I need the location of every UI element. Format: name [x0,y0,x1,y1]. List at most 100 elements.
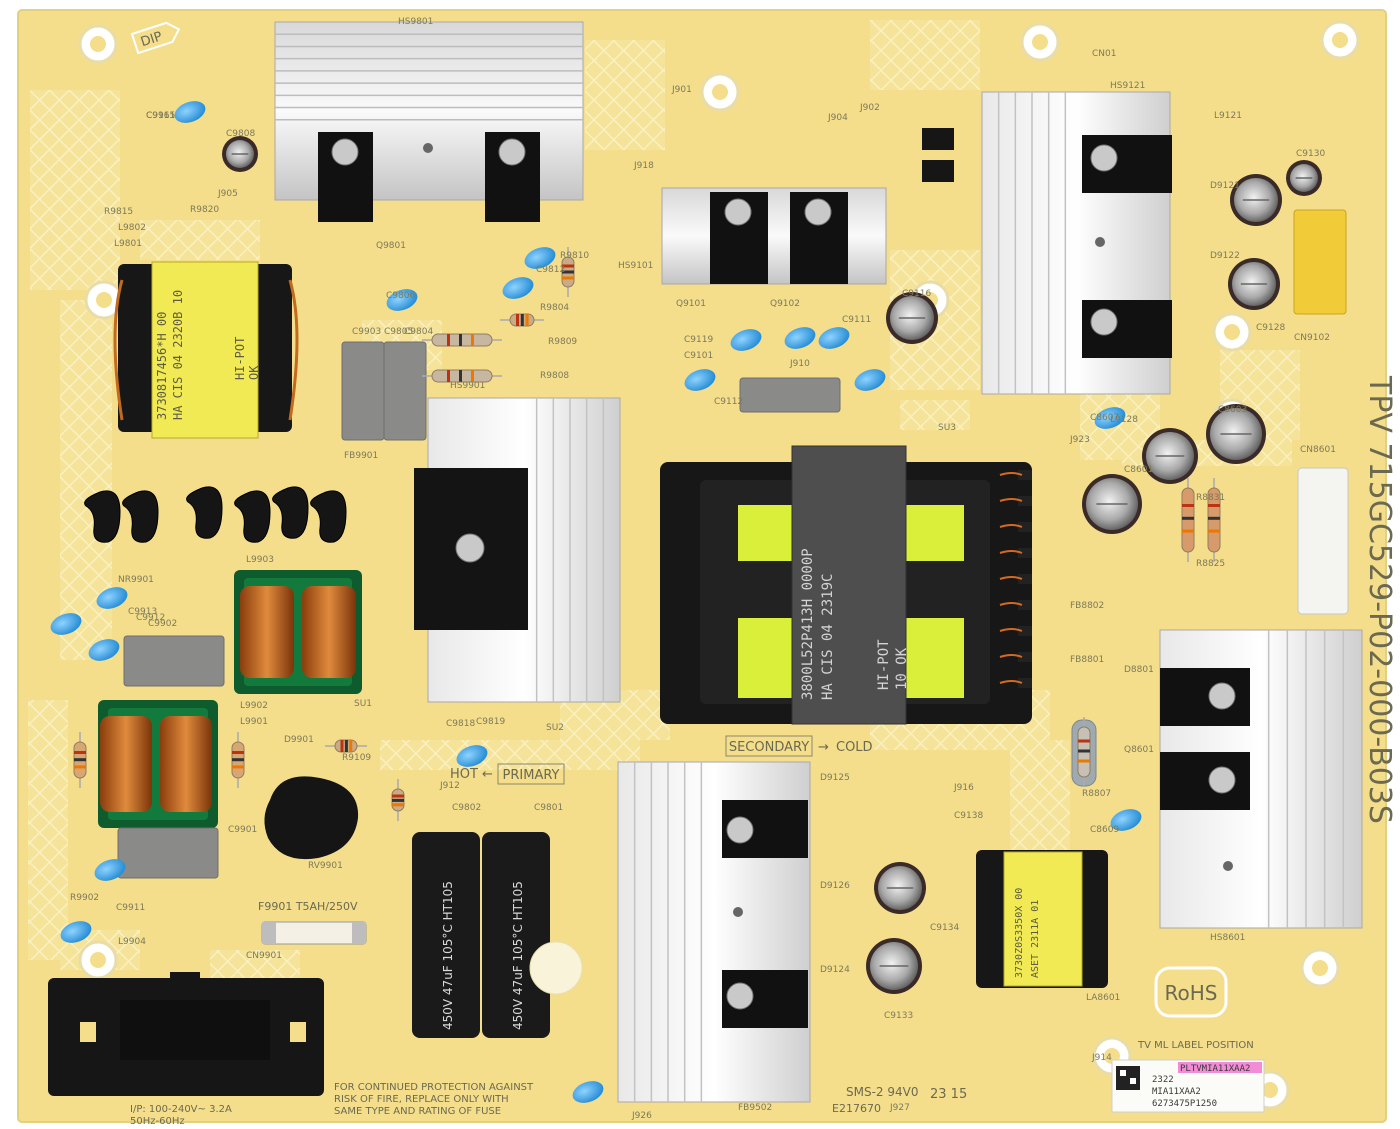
transformer-label-line1: 3800L52P413H 0000P [800,548,816,700]
transformer-wire [999,524,1023,528]
ceramic-capacitor [502,277,534,299]
resistor-band [344,740,348,752]
hatch-zone [900,400,970,430]
resistor-band [562,270,574,274]
resistor-band [232,751,244,754]
refdes-label: L9903 [246,555,274,565]
warning-line1: FOR CONTINUED PROTECTION AGAINST [334,1082,534,1093]
transformer-label-line2: HA CIS 04 2320B 10 [171,290,185,420]
ceramic-capacitor [94,859,126,881]
refdes-label: C9128 [1256,323,1285,333]
heatsink-top-right [981,91,1172,395]
rohs-logo: RoHS [1154,966,1228,1018]
refdes-label: C9111 [842,315,871,325]
ceramic-capacitor [730,329,762,351]
ac-input-connector [48,972,324,1096]
board-model-label: TPV 715GC529-P02-000-B03S [1362,375,1397,824]
transformer-label-line1: 3730Z0S3350X 00 [1014,888,1025,978]
refdes-label: R8807 [1082,789,1111,799]
refdes-label: C9808 [226,129,255,139]
refdes-label: NR9901 [118,575,154,585]
refdes-label: R9109 [342,753,371,763]
transformer-pin [1018,678,1032,688]
hatch-zone [210,950,300,980]
refdes-label: C9912 [136,613,165,623]
refdes-label: L9901 [240,717,268,727]
screw-icon [726,982,754,1010]
transformer-pin [1018,548,1032,558]
refdes-label: HS9121 [1110,81,1145,91]
y-capacitor [272,486,309,539]
ceramic-capacitors [50,101,1142,1103]
refdes-label: C9101 [684,351,713,361]
refdes-label: SU3 [938,423,956,433]
refdes-label: C9161 [146,111,175,121]
hatch-zone [28,700,68,960]
resistor-band [1078,749,1090,753]
refdes-label: Q8601 [1124,745,1154,755]
mounting-hole-center [712,84,728,100]
resistor-band [392,803,404,807]
refdes-label: C9806 [386,291,415,301]
transformer-pin [1018,470,1032,480]
production-sticker: PLTVMIA11XAA2 2322 MIA11XAA2 6273475P125… [1111,1059,1265,1113]
ceramic-capacitor [854,369,886,391]
varistor-rv9901 [264,776,359,860]
refdes-label: C9133 [884,1011,913,1021]
refdes-label: J904 [827,113,848,123]
resistor-band [392,794,404,798]
resistor-band [459,370,462,382]
transformer-wire [999,472,1023,476]
resistor [561,247,575,297]
resistor [422,333,502,347]
bulk-capacitor-left [412,832,480,1038]
date-code: 23 15 [930,1087,967,1102]
sticker-line3: MIA11XAA2 [1152,1087,1201,1097]
y-capacitor [234,490,271,543]
resistor-band [1182,504,1194,507]
resistor-band [1208,504,1220,507]
ceramic-capacitor [50,613,82,635]
sticker-line1: PLTVMIA11XAA2 [1180,1064,1250,1074]
warning-line2: RISK OF FIRE, REPLACE ONLY WITH [334,1094,509,1105]
ceramic-capacitor [96,587,128,609]
hatch-zone [870,20,980,90]
transformer-wire [999,550,1023,554]
resistor [73,732,87,788]
refdes-label: J901 [671,85,692,95]
refdes-label: C9119 [684,335,713,345]
ceramic-capacitor [572,1081,604,1103]
resistor-band [525,314,529,326]
fuse-rating-label: F9901 T5AH/250V [258,900,358,913]
transformer-label-line2: HA CIS 04 2319C [820,574,836,700]
input-rating-line1: I/P: 100-240V~ 3.2A [130,1104,232,1115]
refdes-label: CN9102 [1294,333,1330,343]
transformer-pin [1018,600,1032,610]
refdes-label: J902 [859,103,880,113]
resistor-band [447,370,450,382]
common-mode-choke-lower [98,700,218,828]
transformer-label [151,261,259,439]
refdes-label: C9911 [116,903,145,913]
fuse-f9901 [261,921,367,945]
screw-icon [1208,766,1236,794]
refdes-label: R8831 [1196,493,1225,503]
resistor [422,369,502,383]
screw-icon [331,138,359,166]
refdes-label: CN8601 [1300,445,1336,455]
refdes-label: D9901 [284,735,314,745]
refdes-label: R9808 [540,371,569,381]
resistor [1181,478,1195,562]
ceramic-capacitor [386,289,418,311]
transformer-pin [1018,496,1032,506]
transistor-q8601a [1160,668,1250,726]
ceramic-capacitor [818,327,850,349]
resistor [231,732,245,788]
transformer-label-line3: HI-POT [876,639,892,690]
refdes-label: L9902 [240,701,268,711]
hatch-zone [1010,740,1070,850]
resistor-band [74,751,86,754]
refdes-label: HS9901 [450,381,485,391]
